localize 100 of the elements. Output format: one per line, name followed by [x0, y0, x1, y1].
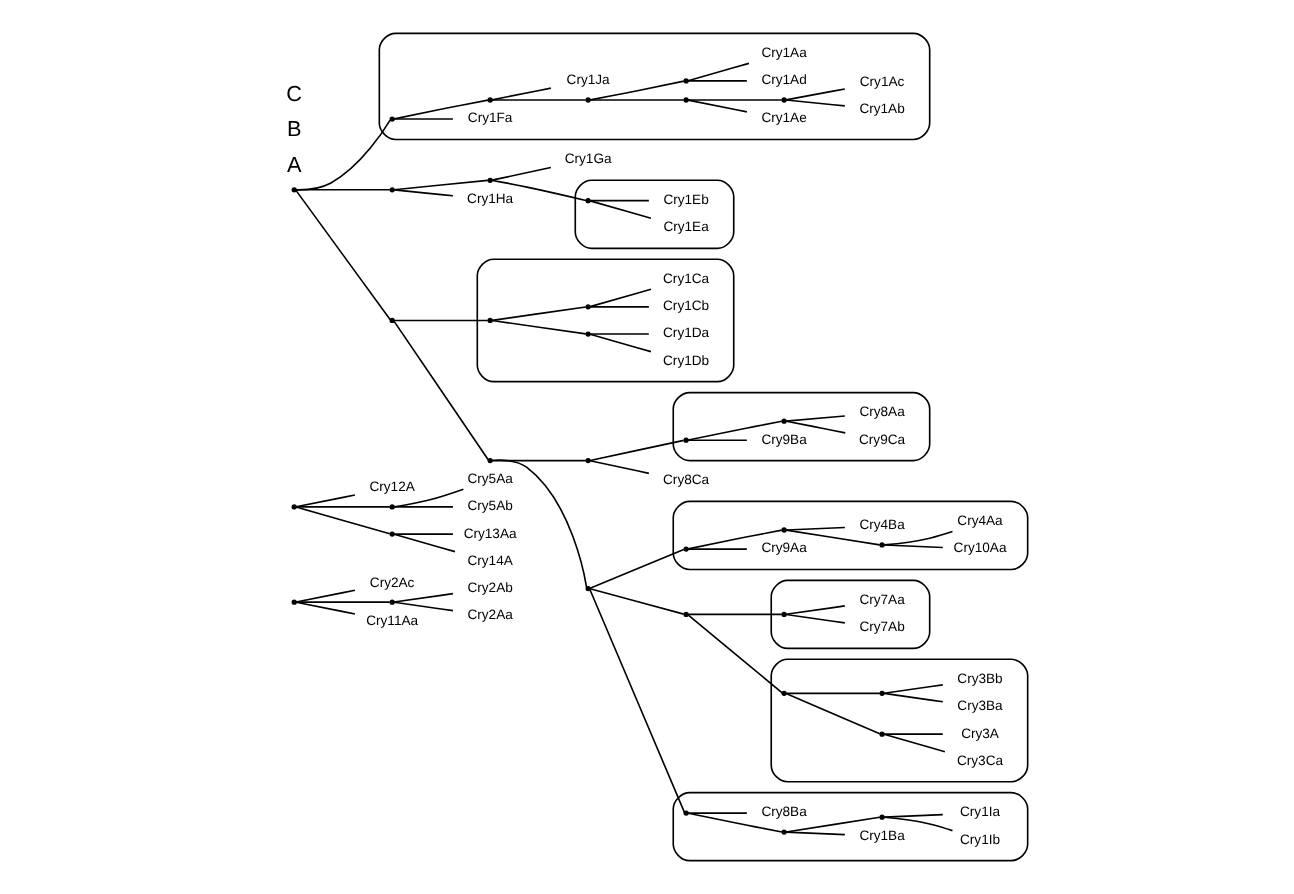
connector [294, 189, 390, 191]
connector [784, 692, 880, 695]
node-point [682, 437, 688, 443]
node-point [682, 611, 688, 617]
node-point [388, 504, 394, 510]
cluster [671, 500, 1028, 571]
node-point [290, 599, 296, 605]
connector [882, 813, 943, 818]
connector [784, 613, 845, 624]
connector [784, 88, 845, 101]
connector [392, 189, 453, 197]
connector [882, 530, 953, 546]
connector [784, 415, 845, 422]
node-point [682, 810, 688, 816]
connector [882, 692, 943, 703]
node-point [486, 97, 492, 103]
node-point [584, 457, 590, 464]
node-point [584, 198, 590, 204]
node-point [780, 690, 786, 696]
connector [882, 733, 943, 735]
node-point [388, 317, 394, 324]
cluster [769, 658, 1028, 783]
connector [392, 506, 453, 508]
connector [686, 529, 782, 550]
node-point [584, 304, 590, 310]
node-point [878, 690, 884, 696]
node-point [388, 116, 394, 122]
connector [294, 601, 355, 615]
node-point [290, 187, 296, 193]
connector [392, 533, 455, 553]
node-point [780, 527, 786, 533]
node-point [682, 546, 688, 552]
node-point [584, 331, 590, 337]
node-point [486, 177, 492, 183]
connector [588, 587, 684, 615]
connector [294, 119, 390, 191]
connector [686, 439, 747, 441]
connector [784, 831, 845, 836]
connector [588, 306, 649, 308]
connector [392, 320, 489, 461]
connector [588, 333, 649, 335]
connector [588, 199, 649, 202]
connector [588, 80, 684, 101]
connector [588, 439, 684, 462]
node-point [780, 611, 786, 617]
connector [392, 592, 453, 603]
connector [588, 459, 649, 475]
node-point [878, 542, 884, 548]
connector [784, 816, 880, 833]
connector [588, 333, 651, 353]
connector [686, 99, 782, 101]
cluster [573, 179, 734, 250]
cluster [769, 579, 930, 650]
connector [294, 494, 355, 508]
connector [490, 306, 586, 322]
connector [490, 99, 586, 101]
node-point [780, 829, 786, 835]
connector [294, 506, 390, 508]
cluster [671, 791, 1028, 862]
connector [392, 488, 464, 508]
connector [588, 200, 651, 220]
connector [686, 62, 749, 82]
connector [686, 420, 782, 441]
node-point [780, 97, 786, 103]
label: B [285, 118, 301, 143]
label: C [285, 83, 302, 108]
connector [882, 684, 943, 695]
node-point [780, 418, 786, 424]
connector [784, 526, 845, 531]
label: A [285, 153, 301, 178]
node-point [388, 187, 394, 193]
connector [294, 601, 390, 603]
cluster [475, 258, 734, 383]
connector [784, 99, 845, 107]
connector [686, 812, 782, 833]
connector [882, 733, 945, 753]
connector [294, 189, 391, 321]
connector [882, 544, 943, 549]
node-point [486, 457, 492, 464]
node-point [878, 814, 884, 820]
node-point [290, 504, 296, 510]
connector [294, 589, 355, 603]
node-point [878, 731, 884, 737]
connector [490, 319, 586, 335]
connector [392, 319, 488, 322]
cluster [671, 391, 930, 462]
connector [686, 99, 747, 113]
connector [392, 179, 488, 191]
connector [784, 605, 845, 616]
connector [588, 548, 684, 590]
connector [784, 529, 880, 546]
connector [686, 812, 747, 814]
connector [686, 548, 747, 550]
node-point [584, 585, 590, 592]
node-point [682, 97, 688, 103]
connector [686, 80, 747, 82]
cluster [377, 32, 930, 141]
connector [784, 692, 880, 735]
connector [588, 99, 684, 101]
node-point [388, 599, 394, 605]
